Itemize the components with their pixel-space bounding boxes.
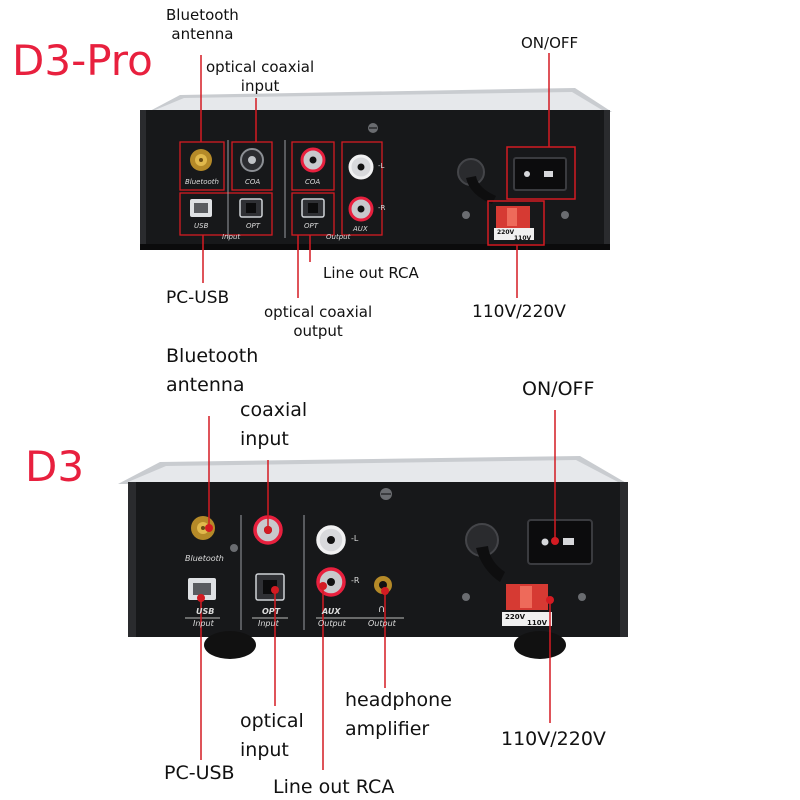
d3-pro-title: D3-Pro xyxy=(12,36,153,85)
d3-pro-label-voltage: 110V/220V xyxy=(472,302,566,322)
d3-opt-input-silkscreen: Input xyxy=(258,619,279,628)
d3-pro-input-silkscreen: Input xyxy=(222,233,241,241)
d3-pro-ch-l-silkscreen: -L xyxy=(378,162,385,170)
d3-pro-ch-r-silkscreen: -R xyxy=(378,204,386,212)
d3-label-headphone-amplifier: headphone amplifier xyxy=(345,689,452,741)
d3-title: D3 xyxy=(25,442,85,491)
d3-usb-input-silkscreen: Input xyxy=(193,619,214,628)
d3-aux-output-silkscreen: Output xyxy=(318,619,346,628)
d3-pro-220v-silkscreen: 220V xyxy=(497,229,515,236)
d3-pro-bluetooth-silkscreen: Bluetooth xyxy=(185,178,219,186)
d3-power-switch xyxy=(527,519,593,565)
d3-usb-silkscreen: USB xyxy=(196,607,215,616)
d3-pro-output-silkscreen: Output xyxy=(326,233,351,241)
d3-bluetooth-silkscreen: Bluetooth xyxy=(185,554,224,563)
d3-pro-opt-out-silkscreen: OPT xyxy=(304,222,319,230)
d3-headphone-icon: ∩ xyxy=(378,604,386,615)
d3-ch-l-silkscreen: -L xyxy=(351,534,359,543)
d3-label-on-off: ON/OFF xyxy=(522,378,595,400)
d3-label-line-out-rca: Line out RCA xyxy=(273,776,395,798)
d3-ch-r-silkscreen: -R xyxy=(351,576,360,585)
d3-pro-label-bluetooth-antenna: Bluetooth antenna xyxy=(166,6,239,43)
d3-pro-label-pc-usb: PC-USB xyxy=(166,288,230,308)
d3-label-bluetooth-antenna: Bluetooth antenna xyxy=(166,345,259,397)
d3-pro-110v-silkscreen: 110V xyxy=(514,235,532,242)
d3-label-coaxial-input: coaxial input xyxy=(240,399,308,451)
d3-opt-silkscreen: OPT xyxy=(262,607,281,616)
d3-pro-label-optical-coaxial-output: optical coaxial output xyxy=(264,303,373,340)
d3-hp-output-silkscreen: Output xyxy=(368,619,396,628)
d3-pro-aux-silkscreen: AUX xyxy=(353,225,368,233)
d3-pro-usb-silkscreen: USB xyxy=(194,222,209,230)
d3-label-pc-usb: PC-USB xyxy=(164,762,235,784)
d3-pro-power-switch xyxy=(513,157,567,191)
d3-pro-label-optical-coaxial-input: optical coaxial input xyxy=(206,58,315,95)
d3-pro-coa-in-silkscreen: COA xyxy=(245,178,261,186)
d3-pro-label-line-out-rca: Line out RCA xyxy=(323,264,419,282)
d3-pro-label-on-off: ON/OFF xyxy=(521,34,579,52)
d3-220v-silkscreen: 220V xyxy=(505,613,526,621)
d3-pro-coa-out-silkscreen: COA xyxy=(305,178,321,186)
d3-pro-opt-in-silkscreen: OPT xyxy=(246,222,261,230)
d3-label-optical-input: optical input xyxy=(240,710,304,762)
d3-label-voltage: 110V/220V xyxy=(501,728,606,750)
d3-110v-silkscreen: 110V xyxy=(527,619,548,627)
d3-aux-silkscreen: AUX xyxy=(322,607,341,616)
